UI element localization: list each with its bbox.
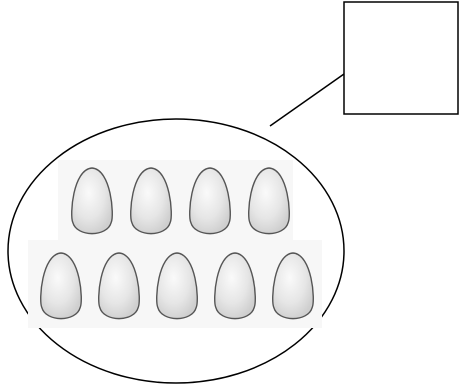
connector-line [270, 74, 344, 126]
answer-box[interactable] [344, 2, 458, 114]
